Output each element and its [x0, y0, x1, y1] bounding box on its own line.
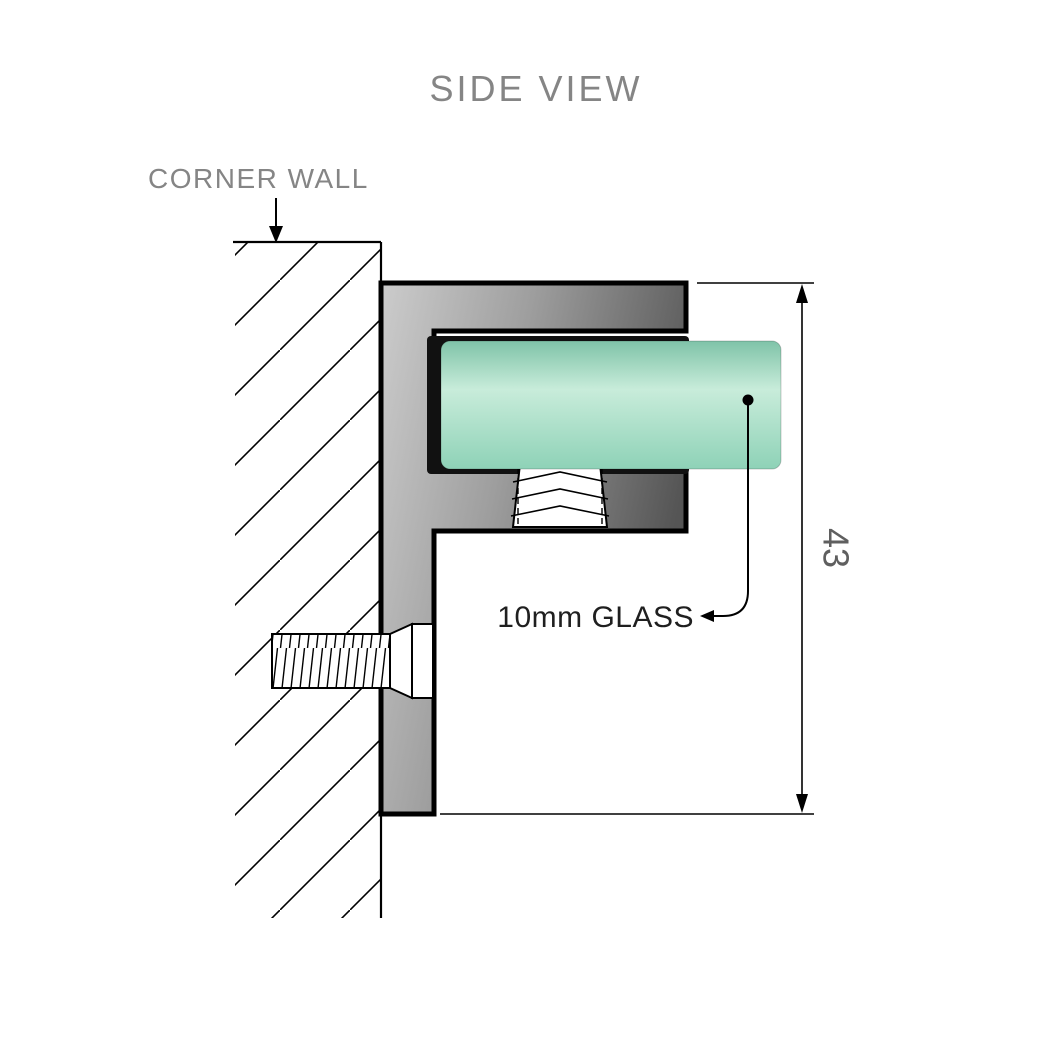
dimension-value: 43	[816, 528, 857, 568]
dimension-arrowhead-bottom	[796, 794, 808, 813]
wall-screw-head	[411, 623, 434, 699]
glass-callout-arrowhead	[700, 610, 714, 622]
wall-screw	[271, 622, 434, 700]
corner-wall-arrowhead	[269, 226, 283, 243]
wall-screw-cone	[389, 622, 413, 700]
glass-callout-leader	[712, 400, 749, 617]
glass-panel	[440, 340, 782, 470]
grub-screw	[510, 463, 610, 528]
grub-screw-thread-1	[512, 471, 608, 483]
wall-screw-threads	[272, 634, 390, 688]
glass-label: 10mm GLASS	[497, 601, 694, 634]
dimension-arrowhead-top	[796, 284, 808, 303]
wall-hatching	[235, 242, 381, 918]
corner-wall-label: CORNER WALL	[148, 163, 369, 194]
dimension-43: 43	[440, 282, 857, 815]
grub-screw-thread-3	[510, 505, 610, 517]
diagram-title: SIDE VIEW	[429, 68, 642, 109]
glass-callout: 10mm GLASS	[497, 394, 754, 634]
grub-screw-thread-2	[511, 488, 609, 500]
